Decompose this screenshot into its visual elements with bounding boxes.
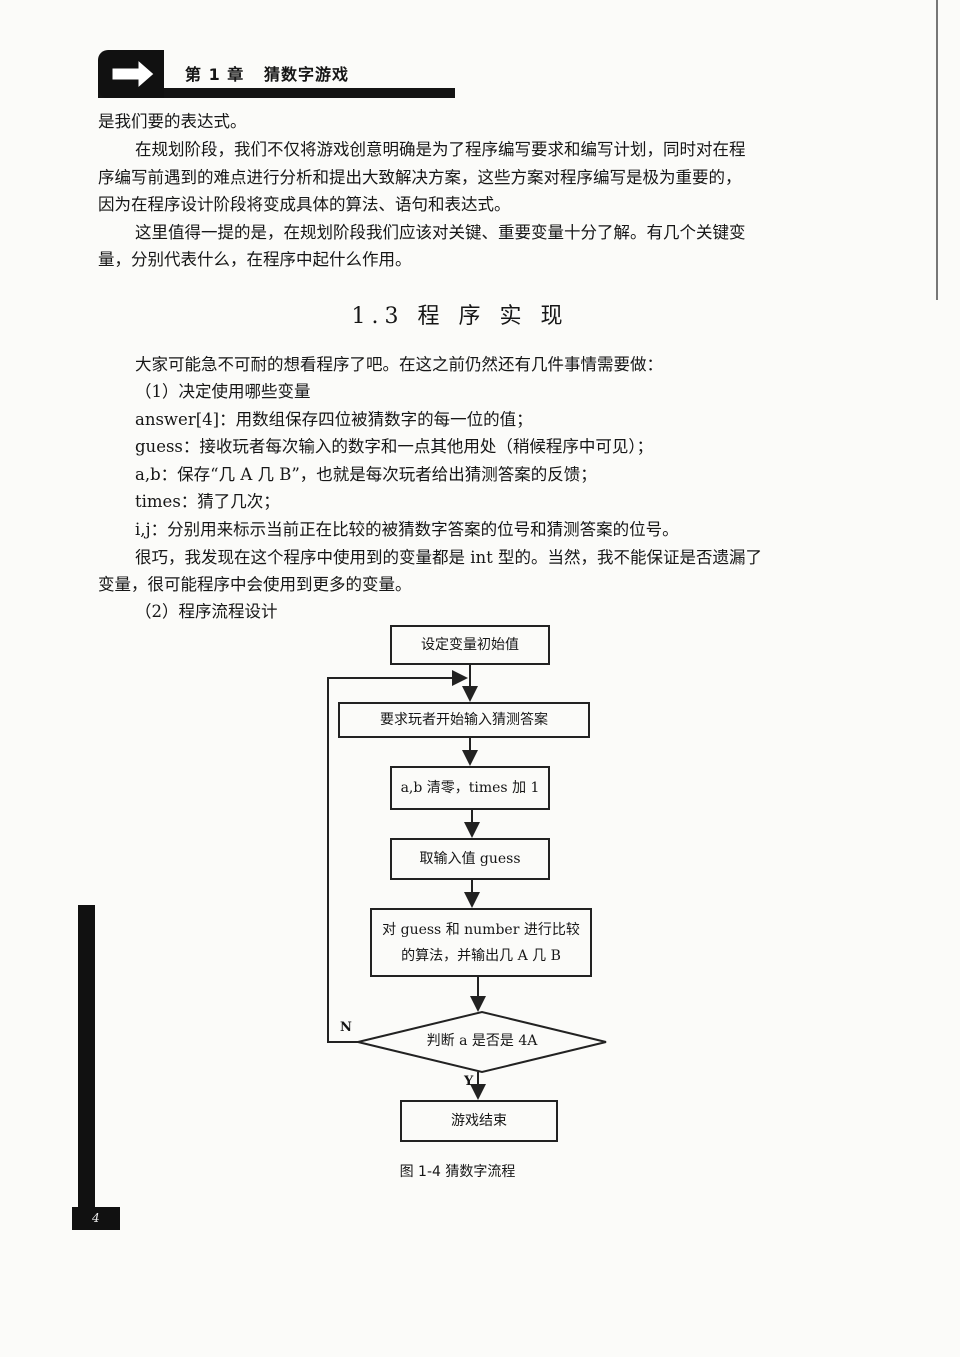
flow-box-init: 设定变量初始值: [390, 625, 550, 665]
flow-box-input: 要求玩者开始输入猜测答案: [338, 702, 590, 738]
body-line: 很巧，我发现在这个程序中使用到的变量都是 int 型的。当然，我不能保证是否遗漏…: [135, 548, 763, 567]
paragraph-line: 量，分别代表什么，在程序中起什么作用。: [98, 250, 412, 269]
decision-diamond: [357, 1010, 607, 1074]
header-bar: [98, 88, 455, 98]
compare-line: 的算法，并输出几 A 几 B: [401, 947, 561, 964]
figure-caption: 图 1-4 猜数字流程: [399, 1164, 516, 1180]
chapter-number: 第 1 章: [185, 65, 245, 84]
header-arrow-block: [98, 50, 164, 98]
chapter-title: 第 1 章 猜数字游戏: [185, 61, 349, 85]
paragraph-line: 因为在程序设计阶段将变成具体的算法、语句和表达式。: [98, 195, 511, 214]
body-line: answer[4]：用数组保存四位被猜数字的每一位的值；: [135, 410, 533, 429]
body-line: guess：接收玩者每次输入的数字和一点其他用处（稍候程序中可见）；: [135, 437, 654, 456]
page-edge: [936, 0, 938, 300]
no-label: N: [340, 1020, 352, 1035]
body-line: times：猜了几次；: [135, 492, 280, 511]
body-line: i,j：分别用来标示当前正在比较的被猜数字答案的位号和猜测答案的位号。: [135, 520, 679, 539]
paragraph-line: 序编写前遇到的难点进行分析和提出大致解决方案，这些方案对程序编写是极为重要的，: [98, 168, 742, 187]
arrow-right-icon: [111, 58, 155, 90]
body-line: a,b：保存“几 A 几 B”，也就是每次玩者给出猜测答案的反馈；: [135, 465, 597, 484]
body-line: 变量，很可能程序中会使用到更多的变量。: [98, 575, 412, 594]
loop-back-connector: [327, 670, 468, 1043]
section-title: 1.3 程 序 实 现: [351, 304, 569, 329]
decision-label: 判断 a 是否是 4A: [426, 1033, 538, 1049]
chapter-name: 猜数字游戏: [264, 65, 350, 84]
body-line: （2）程序流程设计: [135, 602, 278, 621]
page-side-bar: [78, 905, 95, 1210]
paragraph-line: 这里值得一提的是，在规划阶段我们应该对关键、重要变量十分了解。有几个关键变: [135, 223, 746, 242]
flow-box-reset: a,b 清零，times 加 1: [390, 766, 550, 810]
compare-line: 对 guess 和 number 进行比较: [382, 921, 580, 938]
paragraph-line: 在规划阶段，我们不仅将游戏创意明确是为了程序编写要求和编写计划，同时对在程: [135, 140, 746, 159]
page-number: 4: [72, 1207, 120, 1230]
body-line: （1）决定使用哪些变量: [135, 382, 311, 401]
body-line: 大家可能急不可耐的想看程序了吧。在这之前仍然还有几件事情需要做：: [135, 355, 663, 374]
yes-label: Y: [464, 1074, 474, 1089]
flow-box-end: 游戏结束: [400, 1100, 558, 1142]
paragraph-line: 是我们要的表达式。: [98, 112, 247, 131]
flow-box-compare: 对 guess 和 number 进行比较 的算法，并输出几 A 几 B: [370, 908, 592, 977]
flow-box-read: 取输入值 guess: [390, 838, 550, 880]
